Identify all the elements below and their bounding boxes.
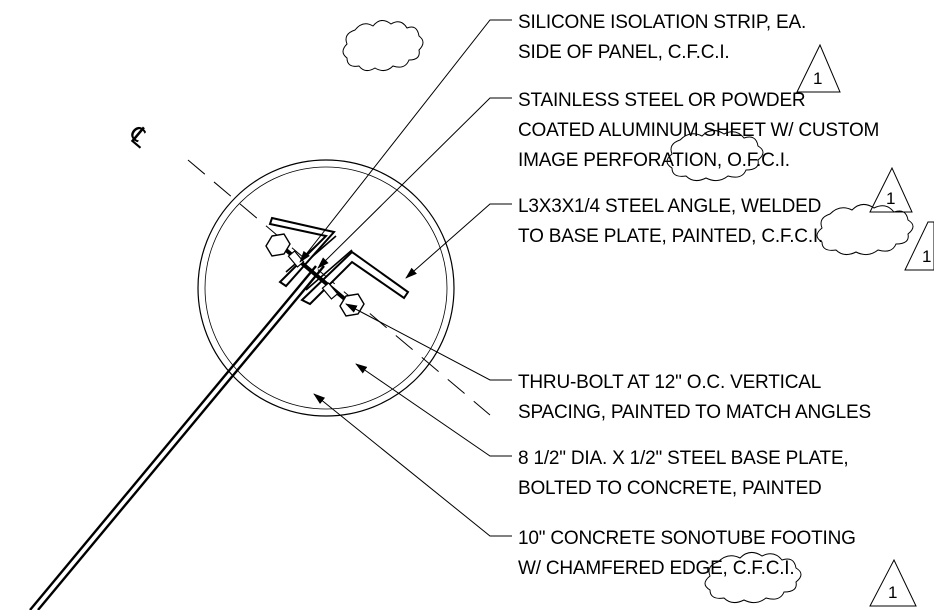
hex-nut [265,233,291,257]
sonotube-footing [197,159,455,417]
leader-panel-sheet [317,97,512,269]
revision-number: 1 [888,583,897,602]
callout-thru-bolt-line1: THRU-BOLT AT 12" O.C. VERTICAL [518,372,821,393]
panel-sheet [29,265,317,610]
revision-triangle [796,43,841,93]
steel-angle-left [268,216,336,288]
callout-base-plate-line2: BOLTED TO CONCRETE, PAINTED [518,478,822,499]
leader-base-plate [355,363,512,457]
washer [321,282,339,300]
leader-footing [313,393,512,537]
callout-footing-line2: W/ CHAMFERED EDGE, C.F.C.I. [518,558,794,579]
revision-number: 1 [922,247,931,266]
callout-steel-angle-line1: L3X3X1/4 STEEL ANGLE, WELDED [518,196,821,217]
revision-number: 1 [813,69,822,88]
callout-thru-bolt-line2: SPACING, PAINTED TO MATCH ANGLES [518,402,871,423]
centerline-symbol: ℄ [122,119,155,154]
revision-triangle [869,558,917,607]
callout-panel-sheet-line3: IMAGE PERFORATION, O.F.C.I. [518,150,790,171]
callout-panel-sheet-line1: STAINLESS STEEL OR POWDER [518,90,805,111]
leader-steel-angle [405,203,512,279]
leader-thru-bolt [345,303,512,381]
revision-cloud [666,130,764,182]
panel-sheet-face [37,265,325,610]
callout-footing-line1: 10" CONCRETE SONOTUBE FOOTING [518,528,856,549]
callout-isolation-strip-line1: SILICONE ISOLATION STRIP, EA. [518,12,806,33]
revision-cloud [816,204,914,256]
base-plate [204,166,448,410]
revision-triangle [904,221,934,271]
callout-panel-sheet-line2: COATED ALUMINUM SHEET W/ CUSTOM [518,120,879,141]
washer [287,250,305,268]
isolation-strip [305,249,353,291]
revision-number: 1 [886,189,895,208]
callout-steel-angle-line2: TO BASE PLATE, PAINTED, C.F.C.I. [518,226,823,247]
callout-base-plate-line1: 8 1/2" DIA. X 1/2" STEEL BASE PLATE, [518,448,849,469]
steel-angle-right [300,250,410,306]
leader-isolation-strip [299,19,512,263]
callout-isolation-strip-line2: SIDE OF PANEL, C.F.C.I. [518,42,729,63]
revision-cloud [704,552,802,604]
revision-cloud [342,20,424,72]
revision-triangle [869,166,913,213]
